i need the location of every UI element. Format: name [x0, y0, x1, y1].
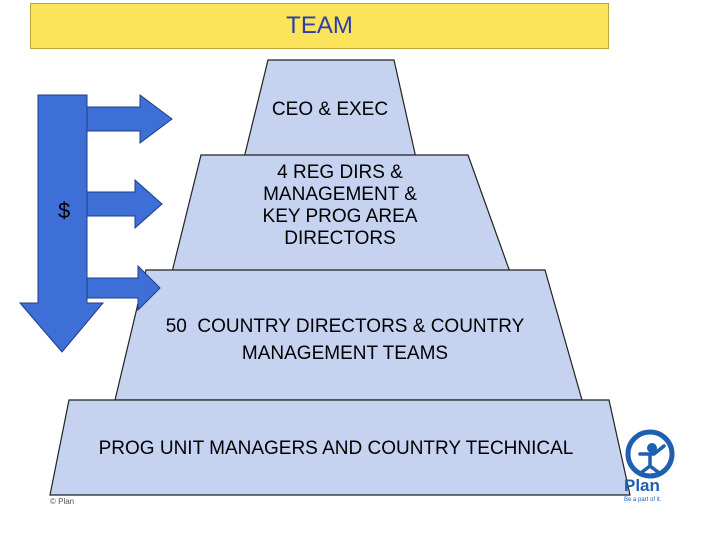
tier-reg-label: 4 REG DIRS & MANAGEMENT & KEY PROG AREA … — [190, 162, 490, 250]
plan-logo-icon — [625, 429, 675, 479]
arrow-to-reg — [86, 178, 163, 230]
tier-prog-label: PROG UNIT MANAGERS AND COUNTRY TECHNICAL — [98, 438, 574, 459]
tier-country-label: 50 COUNTRY DIRECTORS & COUNTRY MANAGEMEN… — [110, 313, 580, 367]
tier-reg-line: MANAGEMENT & — [263, 184, 417, 205]
tier-ceo-label: CEO & EXEC — [271, 99, 389, 120]
dollar-symbol: $ — [58, 198, 71, 223]
tier-prog-shape — [49, 399, 631, 496]
tier-country-line: MANAGEMENT TEAMS — [241, 343, 449, 364]
page-title: TEAM — [286, 12, 353, 39]
tier-country-line: 50 COUNTRY DIRECTORS & COUNTRY — [165, 316, 525, 337]
logo-tagline: Be a part of it. — [624, 497, 662, 503]
tier-reg-line: KEY PROG AREA — [262, 206, 418, 227]
copyright-text: © Plan — [50, 497, 75, 506]
tier-reg-line: DIRECTORS — [284, 228, 396, 249]
title-banner: TEAM — [30, 3, 609, 49]
arrow-to-ceo — [86, 94, 173, 144]
arrow-to-country — [86, 264, 161, 312]
logo-wordmark: Plan — [624, 476, 660, 495]
tier-reg-line: 4 REG DIRS & — [277, 162, 403, 183]
